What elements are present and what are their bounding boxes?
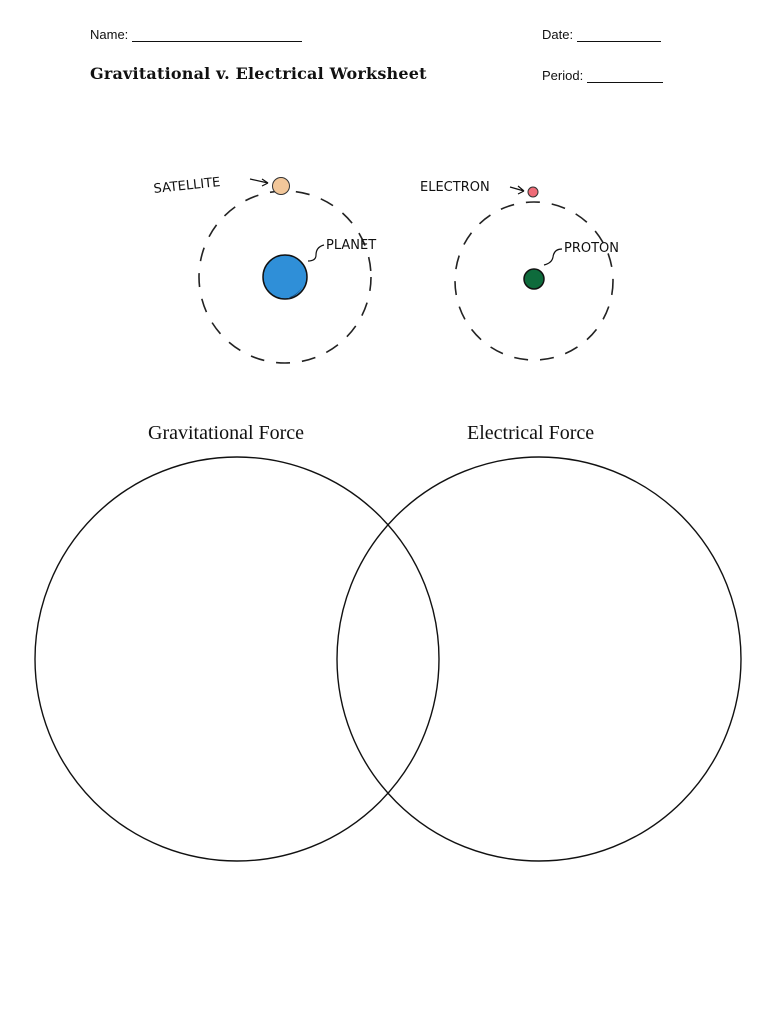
name-field[interactable]: Name:	[90, 27, 303, 42]
date-label: Date:	[542, 27, 574, 42]
planet-label: PLANET	[326, 238, 376, 253]
period-label: Period:	[542, 68, 584, 83]
worksheet-title: Gravitational v. Electrical Worksheet	[90, 64, 427, 83]
proton-label: PROTON	[564, 241, 619, 256]
proton-body	[523, 268, 545, 290]
name-label: Name:	[90, 27, 129, 42]
period-field[interactable]: Period:	[542, 68, 664, 83]
satellite-body	[272, 177, 290, 195]
name-blank[interactable]	[132, 29, 303, 42]
date-field[interactable]: Date:	[542, 27, 662, 42]
planet-shading	[288, 287, 302, 299]
electron-orbit	[454, 201, 614, 361]
date-blank[interactable]	[577, 29, 662, 42]
planet-body	[262, 254, 308, 300]
electron-arrow	[509, 185, 525, 195]
satellite-orbit	[198, 190, 372, 364]
venn-right-heading: Electrical Force	[467, 422, 595, 444]
satellite-label: SATELLITE	[153, 175, 221, 197]
venn-left-circle[interactable]	[34, 456, 440, 862]
orbit-illustration: SATELLITE PLANET ELECTRON PROTON	[153, 175, 619, 364]
venn-diagram	[34, 456, 742, 862]
electron-body	[527, 186, 539, 198]
planet-pointer	[307, 244, 325, 262]
venn-left-heading: Gravitational Force	[148, 422, 305, 444]
electron-label: ELECTRON	[420, 180, 490, 195]
venn-right-circle[interactable]	[336, 456, 742, 862]
period-blank[interactable]	[587, 70, 664, 83]
satellite-arrowhead	[261, 178, 269, 187]
proton-pointer	[543, 248, 563, 266]
satellite-arrow	[249, 178, 269, 184]
